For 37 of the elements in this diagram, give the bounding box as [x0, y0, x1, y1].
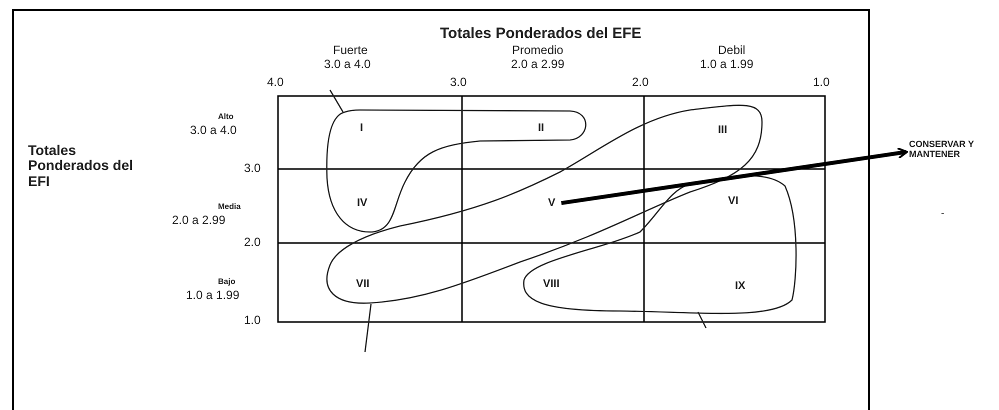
- axis-tick: 2.0: [244, 236, 261, 250]
- axis-category: Media: [218, 203, 241, 212]
- quadrant-label: V: [548, 197, 556, 210]
- axis-category: Promedio: [512, 44, 564, 58]
- axis-tick: 2.0: [632, 76, 649, 90]
- axis-tick: 4.0: [267, 76, 284, 90]
- axis-range: 3.0 a 4.0: [324, 58, 371, 72]
- quadrant-label: I: [360, 122, 364, 134]
- leader-line: [329, 90, 344, 112]
- chart-title: Totales Ponderados del EFE: [440, 26, 642, 42]
- quadrant-label: VIII: [543, 278, 560, 290]
- axis-title: Totales Ponderados del EFI: [28, 143, 134, 190]
- axis-category: Alto: [218, 113, 234, 122]
- axis-range: 2.0 a 2.99: [172, 214, 226, 228]
- axis-tick: 1.0: [244, 314, 261, 328]
- axis-category: Debil: [718, 44, 746, 58]
- axis-tick: 3.0: [450, 76, 467, 90]
- axis-category: Bajo: [218, 278, 236, 287]
- axis-range: 1.0 a 1.99: [186, 289, 240, 302]
- quadrant-label: VII: [356, 278, 370, 290]
- quadrant-label: II: [538, 122, 544, 134]
- axis-range: 1.0 a 1.99: [700, 58, 754, 72]
- quadrant-label: III: [718, 124, 728, 136]
- leader-line: [697, 312, 707, 328]
- grouping-outline: [522, 174, 799, 316]
- axis-tick: 3.0: [244, 162, 261, 176]
- quadrant-label: VI: [728, 195, 738, 208]
- arrow: [561, 147, 908, 206]
- axis-range: 2.0 a 2.99: [511, 58, 564, 72]
- leader-line: [364, 304, 372, 352]
- quadrant-label: IV: [357, 197, 368, 210]
- axis-category: Fuerte: [333, 44, 368, 58]
- quadrant-label: IX: [735, 280, 746, 292]
- axis-range: 3.0 a 4.0: [190, 124, 237, 138]
- axis-tick: 1.0: [813, 76, 830, 90]
- dash-mark: -: [941, 208, 944, 219]
- strategy-label: CONSERVAR Y MANTENER: [909, 140, 999, 160]
